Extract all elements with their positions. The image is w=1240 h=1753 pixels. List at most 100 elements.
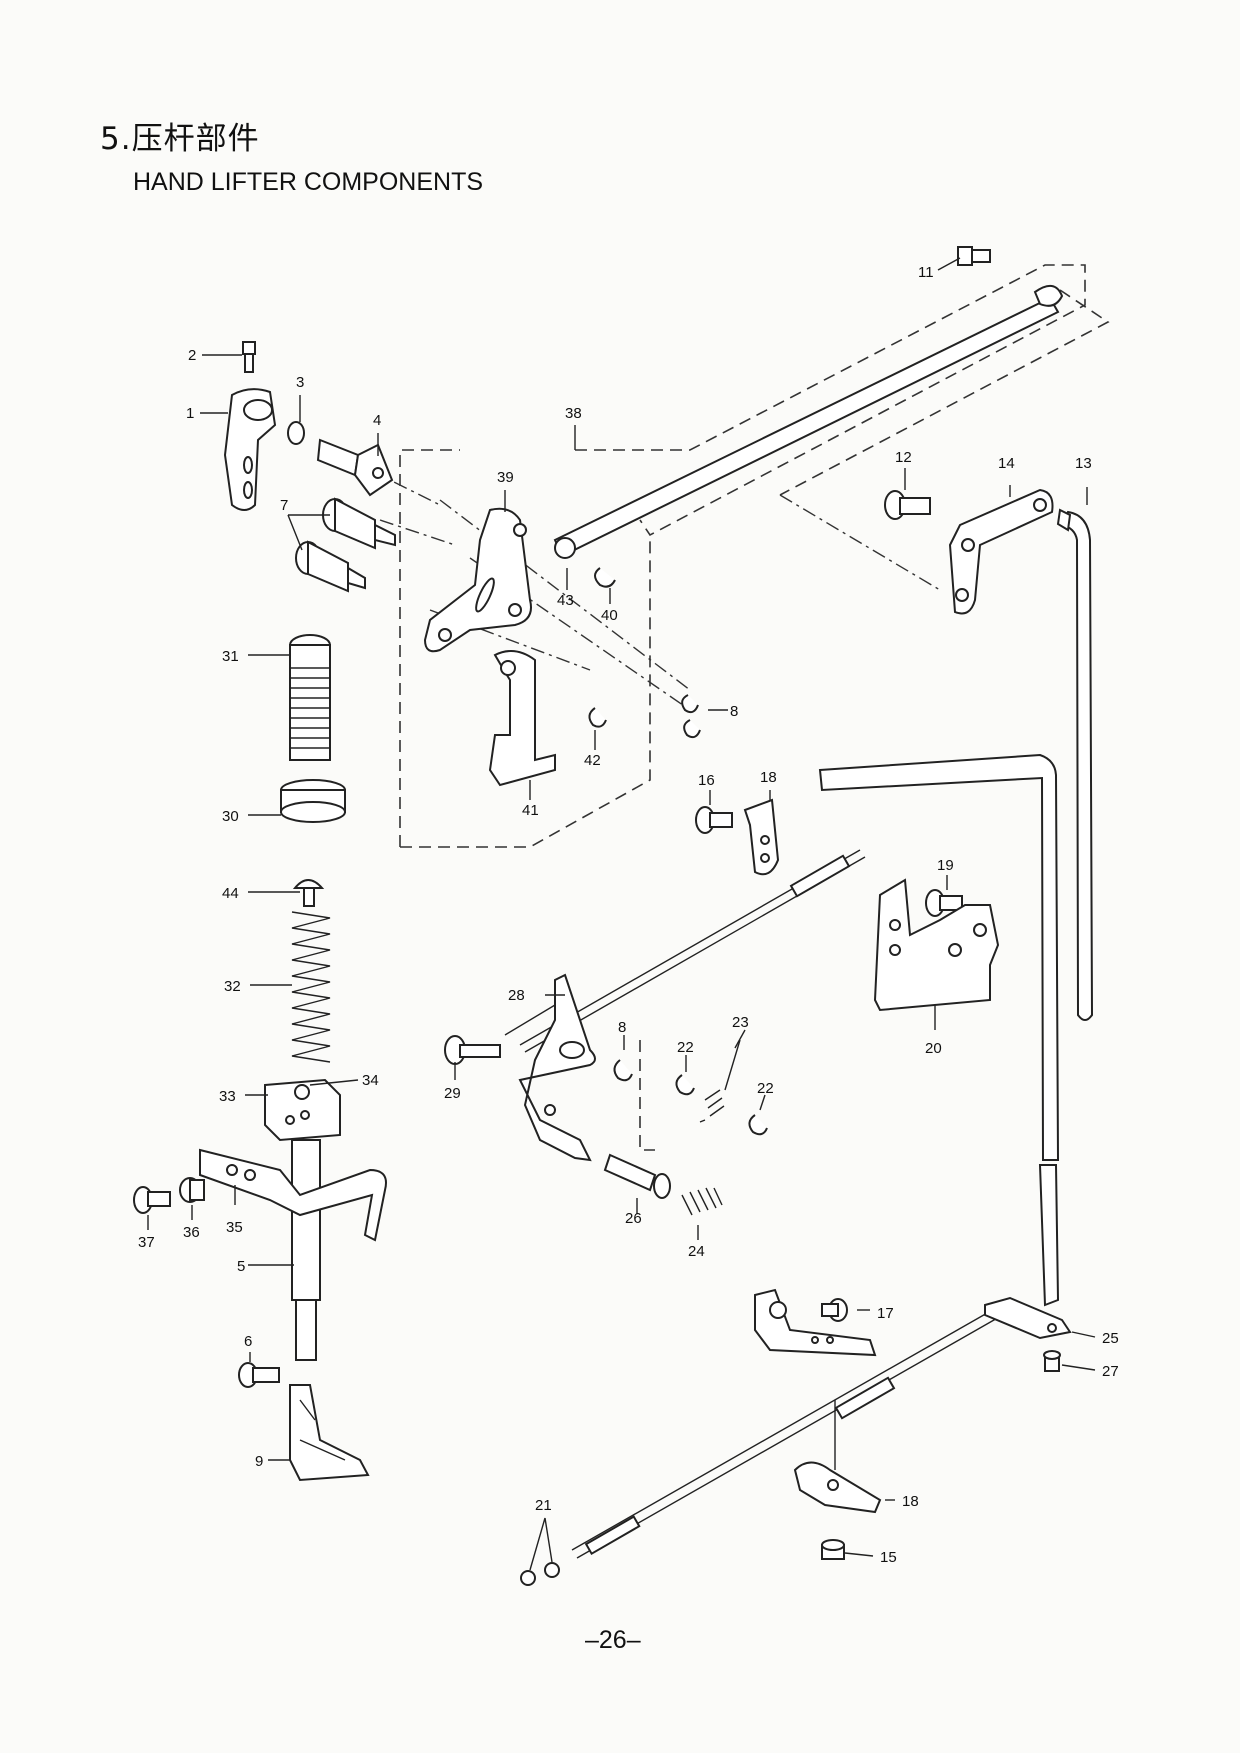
callout-33: 33 <box>219 1088 236 1105</box>
part-30-nut <box>280 779 346 823</box>
part-41-hook <box>488 650 556 787</box>
part-4-shaft <box>316 438 394 497</box>
callout-35: 35 <box>226 1219 243 1236</box>
callout-15: 15 <box>880 1549 897 1566</box>
part-32-spring <box>291 911 331 1063</box>
cable-lower <box>571 1299 1016 1559</box>
rod-13 <box>1056 508 1094 1021</box>
callout-5: 5 <box>237 1258 245 1275</box>
part-23-spring <box>699 1039 741 1123</box>
callout-14: 14 <box>998 455 1015 472</box>
callout-1: 1 <box>186 405 194 422</box>
callout-40: 40 <box>601 607 618 624</box>
callout-24: 24 <box>688 1243 705 1260</box>
callout-38: 38 <box>565 405 582 422</box>
part-15-screw <box>821 1539 845 1560</box>
callout-44: 44 <box>222 885 239 902</box>
callout-13: 13 <box>1075 455 1092 472</box>
callout-25: 25 <box>1102 1330 1119 1347</box>
callout-17: 17 <box>877 1305 894 1322</box>
callout-11: 11 <box>918 264 934 281</box>
callout-27: 27 <box>1102 1363 1119 1380</box>
callout-8b: 8 <box>618 1019 626 1036</box>
callout-7: 7 <box>280 497 288 514</box>
part-7-stud-upper <box>322 497 396 550</box>
callout-43: 43 <box>557 592 574 609</box>
callout-20: 20 <box>925 1040 942 1057</box>
section-title-cn: 5.压杆部件 <box>100 121 260 157</box>
part-3-washer <box>287 421 305 445</box>
part-21-nuts <box>520 1562 560 1586</box>
callout-18a: 18 <box>760 769 777 786</box>
page-number: –26– <box>585 1626 641 1654</box>
part-44-cap <box>292 879 325 907</box>
part-40-e-ring <box>594 567 616 588</box>
callout-39: 39 <box>497 469 514 486</box>
callout-26: 26 <box>625 1210 642 1227</box>
part-42-e-ring <box>588 707 607 728</box>
part-5-presser-bar <box>291 1139 321 1361</box>
callout-labels: 2 1 3 4 7 38 39 11 12 14 13 43 40 8 42 4… <box>138 264 1119 1566</box>
callout-2: 2 <box>188 347 196 364</box>
callout-28: 28 <box>508 987 525 1004</box>
callout-6: 6 <box>244 1333 252 1350</box>
part-33-block <box>264 1078 341 1142</box>
part-17-bracket-plate <box>754 1288 877 1357</box>
part-35-bracket <box>199 1148 387 1242</box>
part-28-lever <box>518 973 596 1162</box>
callout-41: 41 <box>522 802 539 819</box>
leader-lines <box>147 257 1096 1571</box>
part-19-screw <box>925 889 963 917</box>
part-37-screw <box>133 1186 171 1214</box>
part-6-screw <box>238 1362 280 1388</box>
rod-38 <box>553 285 1064 559</box>
part-18-bracket-lower <box>793 1461 882 1514</box>
assembly-boundary-lines <box>369 264 1110 1151</box>
callout-16: 16 <box>698 772 715 789</box>
part-36-nut <box>179 1177 205 1203</box>
callout-37: 37 <box>138 1234 155 1251</box>
part-2-screw <box>242 341 256 373</box>
callout-32: 32 <box>224 978 241 995</box>
part-26-shaft <box>603 1153 671 1199</box>
part-1-lever <box>223 388 277 511</box>
callout-30: 30 <box>222 808 239 825</box>
callout-9: 9 <box>255 1453 263 1470</box>
callout-22b: 22 <box>757 1080 774 1097</box>
callout-3: 3 <box>296 374 304 391</box>
part-11-screw <box>957 246 991 266</box>
part-9-presser-foot <box>289 1384 370 1482</box>
rod-bent-lower <box>818 753 1060 1307</box>
part-16-screw <box>695 806 733 834</box>
cable-upper <box>504 849 866 1053</box>
callout-12: 12 <box>895 449 912 466</box>
part-8-e-ring-c <box>613 1059 633 1082</box>
part-22-e-ring-a <box>675 1074 695 1096</box>
callout-42: 42 <box>584 752 601 769</box>
part-12-screw <box>884 490 931 520</box>
callout-18b: 18 <box>902 1493 919 1510</box>
part-14-bracket <box>948 488 1054 615</box>
callout-8a: 8 <box>730 703 738 720</box>
part-25-bracket <box>984 1296 1072 1340</box>
callout-34: 34 <box>362 1072 379 1089</box>
part-31-adjust-screw <box>289 634 331 761</box>
callout-19: 19 <box>937 857 954 874</box>
part-8-e-ring-b <box>683 719 701 739</box>
section-title-en: HAND LIFTER COMPONENTS <box>133 168 484 196</box>
callout-36: 36 <box>183 1224 200 1241</box>
part-29-screw <box>444 1035 501 1065</box>
part-39-link-plate <box>423 507 532 653</box>
part-8-e-ring-a <box>681 694 699 714</box>
callout-29: 29 <box>444 1085 461 1102</box>
part-18-bracket-upper <box>743 798 780 876</box>
callout-23: 23 <box>732 1014 749 1031</box>
part-22-e-ring-b <box>748 1114 768 1136</box>
callout-21: 21 <box>535 1497 552 1514</box>
part-17-screw <box>821 1298 848 1322</box>
part-7-stud-lower <box>295 540 366 593</box>
callout-4: 4 <box>373 412 381 429</box>
part-27-screw <box>1043 1350 1061 1372</box>
